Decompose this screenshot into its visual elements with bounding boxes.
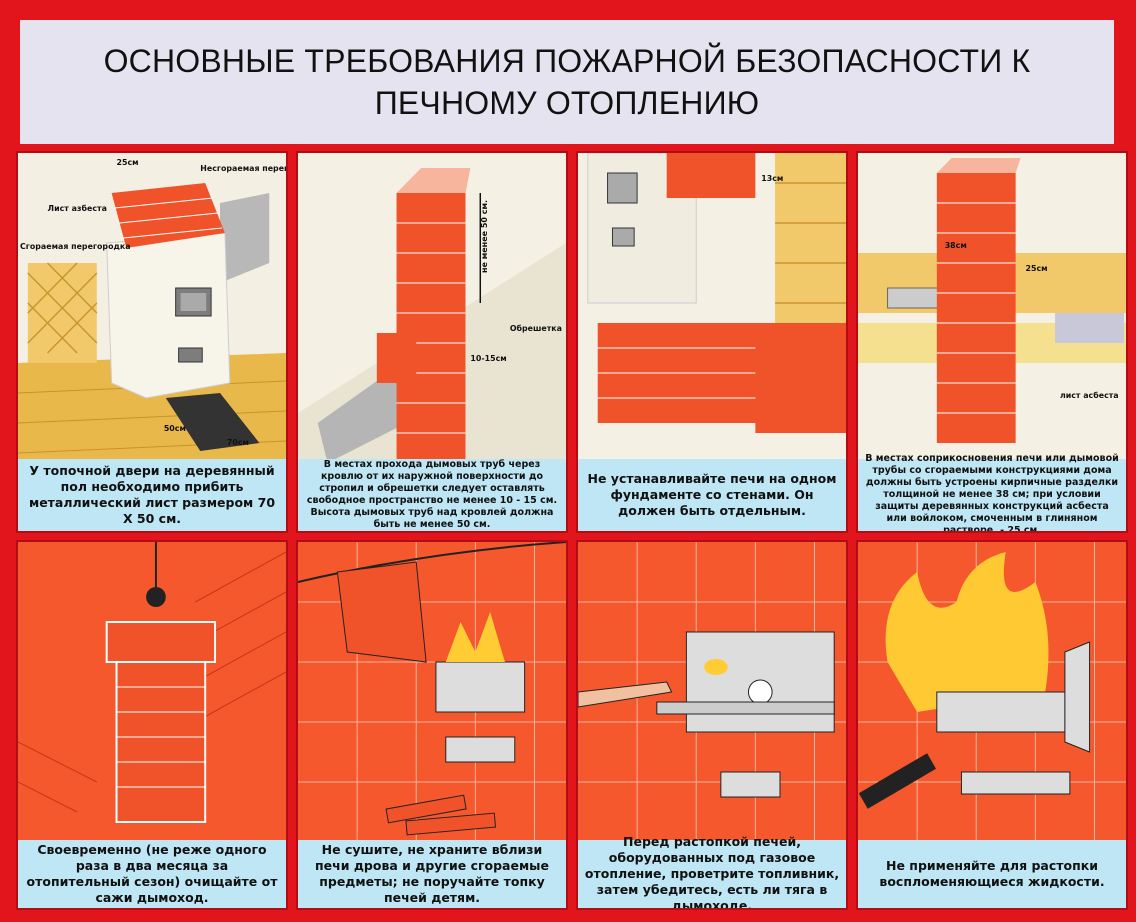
panel-metal-sheet: 25см Несгораемая перегородка Лист азбест… [16, 151, 288, 533]
title-line-1: ОСНОВНЫЕ ТРЕБОВАНИЯ ПОЖАРНОЙ БЕЗОПАСНОСТ… [103, 43, 1031, 79]
brick-separation-illustration: 38см 25см лист асбеста [858, 153, 1126, 463]
label-dim-top: 25см [117, 158, 139, 167]
panel-foundation: 13см Не устанавливайте печи на одном фун… [576, 151, 848, 533]
gas-ventilate-illustration [578, 542, 846, 844]
no-drying-illustration [298, 542, 566, 844]
caption-no-flammables: Не применяйте для растопки воспломеняющи… [858, 840, 1126, 908]
no-flammables-illustration [858, 542, 1126, 844]
panel-brick-separation: 38см 25см лист асбеста В местах соприкос… [856, 151, 1128, 533]
chimney-cleaning-illustration [18, 542, 286, 844]
caption-gas-ventilate: Перед растопкой печей, оборудованных под… [578, 834, 846, 908]
label-fireproof-partition: Несгораемая перегородка [200, 164, 286, 173]
panel-chimney-roof: не менее 50 см. Обрешетка 10-15см В мест… [296, 151, 568, 533]
label-asbestos: лист асбеста [1060, 390, 1119, 400]
label-lathing: Обрешетка [510, 323, 562, 333]
poster-title: ОСНОВНЫЕ ТРЕБОВАНИЯ ПОЖАРНОЙ БЕЗОПАСНОСТ… [20, 20, 1114, 144]
caption-foundation: Не устанавливайте печи на одном фундамен… [578, 459, 846, 531]
label-dim-25: 25см [1026, 264, 1048, 273]
separate-foundation-illustration: 13см [578, 153, 846, 463]
panel-chimney-cleaning: Своевременно (не реже одного раза в два … [16, 540, 288, 910]
caption-no-drying: Не сушите, не храните вблизи печи дрова … [298, 840, 566, 908]
panel-no-drying: Не сушите, не храните вблизи печи дрова … [296, 540, 568, 910]
label-dim-38: 38см [945, 241, 967, 250]
label-dim-70: 70см [227, 438, 249, 447]
panel-no-flammables: Не применяйте для растопки воспломеняющи… [856, 540, 1128, 910]
chimney-roof-illustration: не менее 50 см. Обрешетка 10-15см [298, 153, 566, 463]
label-combustible-partition: Сгораемая перегородка [20, 242, 131, 251]
panel-gas-ventilate: Перед растопкой печей, оборудованных под… [576, 540, 848, 910]
caption-chimney-roof: В местах прохода дымовых труб через кров… [298, 459, 566, 531]
label-gap: 10-15см [470, 354, 506, 363]
label-min-height: не менее 50 см. [480, 200, 489, 273]
stove-metal-sheet-illustration: 25см Несгораемая перегородка Лист азбест… [18, 153, 286, 463]
caption-brick-separation: В местах соприкосновения печи или дымово… [858, 453, 1126, 531]
title-line-2: ПЕЧНОМУ ОТОПЛЕНИЮ [374, 85, 760, 121]
label-dim: 13см [761, 174, 783, 183]
label-asbestos-sheet: Лист азбеста [48, 203, 107, 213]
caption-chimney-cleaning: Своевременно (не реже одного раза в два … [18, 840, 286, 908]
caption-metal-sheet: У топочной двери на деревянный пол необх… [18, 459, 286, 531]
label-dim-50: 50см [164, 424, 186, 433]
